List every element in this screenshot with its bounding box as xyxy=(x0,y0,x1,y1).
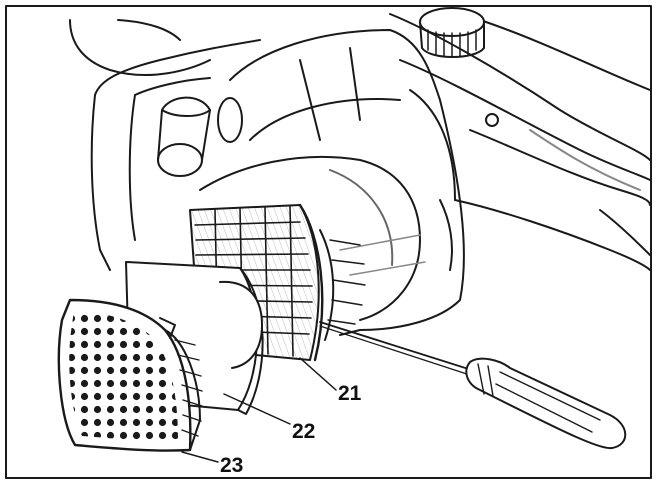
leader-lines xyxy=(181,357,337,463)
screwdriver xyxy=(319,321,627,450)
leader-line-23 xyxy=(181,451,219,463)
image-border xyxy=(5,5,652,479)
motor-housing xyxy=(199,29,465,336)
leader-line-21 xyxy=(299,357,337,391)
front-handle xyxy=(69,19,261,271)
callout-23: 23 xyxy=(220,454,243,477)
callout-22: 22 xyxy=(292,420,315,443)
leader-line-22 xyxy=(223,393,291,425)
callout-21: 21 xyxy=(338,382,362,405)
rear-handle xyxy=(389,13,651,271)
oil-cap xyxy=(419,7,485,58)
filter-cover xyxy=(57,298,203,452)
